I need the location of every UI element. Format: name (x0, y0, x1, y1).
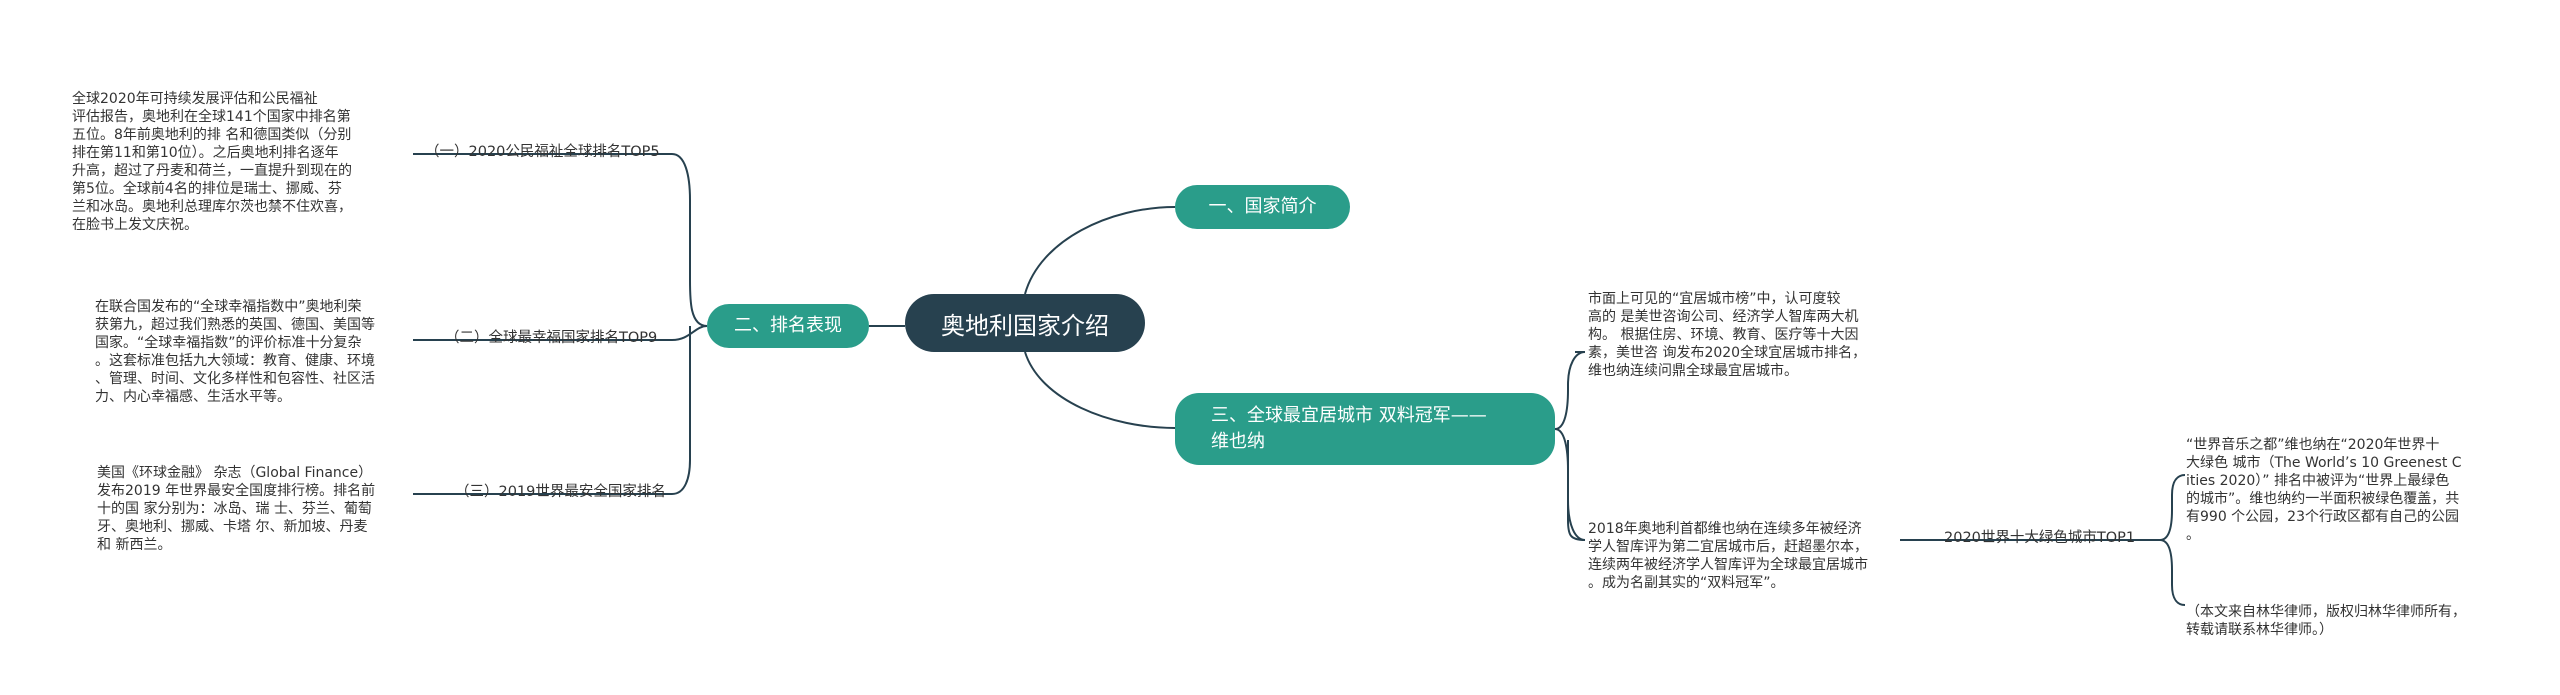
leaf-text: （本文来自林华律师，版权归林华律师所有， 转载请联系林华律师。） (2186, 604, 2466, 638)
link-ranking-sub2 (671, 325, 708, 341)
sub-label: （三）2019世界最安全国家排名 (455, 484, 666, 500)
branch-ranking[interactable]: 二、排名表现 (707, 304, 869, 348)
branch-country-intro[interactable]: 一、国家简介 (1175, 185, 1350, 229)
city-note1: 市面上可见的“宜居城市榜”中，认可度较 高的 是美世咨询公司、经济学人智库两大机… (1588, 272, 1918, 380)
leaf-text: 2018年奥地利首都维也纳在连续多年被经济 学人智库评为第二宜居城市后，赶超墨尔… (1588, 521, 1868, 591)
link-city-spine (1554, 351, 1586, 541)
green-city-text: “世界音乐之都”维也纳在“2020年世界十 大绿色 城市（The World’s… (2186, 418, 2526, 544)
link-root-intro (1024, 206, 1176, 295)
sub-label: （一）2020公民福祉全球排名TOP5 (425, 144, 660, 160)
sub-label: （二）全球最幸福国家排名TOP9 (445, 330, 658, 346)
root-label: 奥地利国家介绍 (941, 311, 1109, 340)
link-city-green (1554, 428, 1586, 541)
ranking-sub1[interactable]: （一）2020公民福祉全球排名TOP5 (425, 142, 660, 162)
copyright-note: （本文来自林华律师，版权归林华律师所有， 转载请联系林华律师。） (2186, 585, 2526, 639)
branch-label: 三、全球最宜居城市 双料冠军—— 维也纳 (1211, 405, 1487, 452)
leaf-text: 在联合国发布的“全球幸福指数中”奥地利荣 获第九，超过我们熟悉的英国、德国、美国… (95, 299, 375, 405)
green-city-topic[interactable]: 2020世界十大绿色城市TOP1 (1944, 528, 2135, 548)
leaf-text: 全球2020年可持续发展评估和公民福祉 评估报告，奥地利在全球141个国家中排名… (72, 91, 352, 233)
ranking-sub1-text: 全球2020年可持续发展评估和公民福祉 评估报告，奥地利在全球141个国家中排名… (72, 72, 412, 234)
branch-label: 一、国家简介 (1208, 196, 1317, 217)
ranking-sub3-text: 美国《环球金融》 杂志（Global Finance） 发布2019 年世界最安… (97, 446, 417, 554)
ranking-sub3[interactable]: （三）2019世界最安全国家排名 (455, 482, 666, 502)
ranking-sub2-text: 在联合国发布的“全球幸福指数中”奥地利荣 获第九，超过我们熟悉的英国、德国、美国… (95, 280, 415, 406)
link-green-split (2150, 474, 2186, 606)
branch-livable-city[interactable]: 三、全球最宜居城市 双料冠军—— 维也纳 (1175, 393, 1555, 465)
branch-label: 二、排名表现 (734, 315, 842, 336)
link-root-city (1024, 351, 1176, 429)
sub-label: 2020世界十大绿色城市TOP1 (1944, 530, 2136, 546)
leaf-text: “世界音乐之都”维也纳在“2020年世界十 大绿色 城市（The World’s… (2186, 437, 2462, 543)
ranking-sub2[interactable]: （二）全球最幸福国家排名TOP9 (445, 328, 657, 348)
leaf-text: 市面上可见的“宜居城市榜”中，认可度较 高的 是美世咨询公司、经济学人智库两大机… (1588, 291, 1867, 379)
link-ranking-spine (671, 153, 708, 495)
root-node[interactable]: 奥地利国家介绍 (905, 294, 1145, 352)
city-note2: 2018年奥地利首都维也纳在连续多年被经济 学人智库评为第二宜居城市后，赶超墨尔… (1588, 502, 1908, 592)
leaf-text: 美国《环球金融》 杂志（Global Finance） 发布2019 年世界最安… (97, 465, 376, 553)
